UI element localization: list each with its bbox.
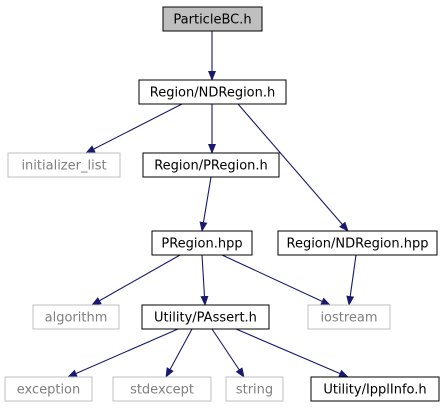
- node-label: initializer_list: [21, 159, 106, 174]
- node-pregion_hpp[interactable]: PRegion.hpp: [151, 230, 253, 256]
- node-label: Utility/PAssert.h: [154, 311, 257, 326]
- edge-pregion_h-to-pregion_hpp: [199, 176, 212, 232]
- edge-passert-to-stdexcept: [165, 328, 193, 378]
- edge-passert-to-string: [211, 328, 245, 378]
- node-ipplinfo[interactable]: Utility/IpplInfo.h: [310, 376, 440, 402]
- node-box: [310, 376, 440, 402]
- edge-pregion_hpp-to-iostream: [221, 254, 331, 306]
- node-box: [277, 230, 438, 256]
- edge-passert-to-exception: [67, 328, 179, 378]
- node-ndregion_hpp[interactable]: Region/NDRegion.hpp: [277, 230, 438, 256]
- node-box: [32, 304, 120, 330]
- node-iostream: iostream: [307, 304, 391, 330]
- node-label: iostream: [320, 311, 377, 326]
- node-box: [151, 230, 253, 256]
- node-label: algorithm: [45, 311, 108, 326]
- edge-passert-to-ipplinfo: [235, 328, 349, 378]
- node-label: Region/NDRegion.h: [150, 86, 276, 101]
- node-box: [4, 376, 93, 402]
- node-box: [225, 376, 284, 402]
- node-string: string: [225, 376, 284, 402]
- node-stdexcept: stdexcept: [112, 376, 212, 402]
- node-initializer_list: initializer_list: [7, 152, 121, 178]
- node-pregion_h[interactable]: Region/PRegion.h: [142, 152, 280, 178]
- node-label: Region/NDRegion.hpp: [287, 237, 429, 252]
- node-box: [141, 304, 270, 330]
- edge-ndregion_h-to-ndregion_hpp: [237, 103, 349, 232]
- node-box: [307, 304, 391, 330]
- edge-ndregion_hpp-to-iostream: [346, 254, 357, 306]
- node-box: [138, 79, 287, 105]
- node-label: ParticleBC.h: [173, 13, 251, 28]
- node-label: PRegion.hpp: [161, 237, 242, 252]
- node-box: [112, 376, 212, 402]
- node-label: Utility/IpplInfo.h: [323, 383, 426, 398]
- edge-pregion_hpp-to-algorithm: [91, 254, 181, 306]
- node-passert[interactable]: Utility/PAssert.h: [141, 304, 270, 330]
- node-algorithm: algorithm: [32, 304, 120, 330]
- edge-pregion_hpp-to-passert: [200, 254, 209, 306]
- node-box: [142, 152, 280, 178]
- node-label: Region/PRegion.h: [154, 159, 268, 174]
- node-exception: exception: [4, 376, 93, 402]
- node-particlebc[interactable]: ParticleBC.h: [162, 6, 263, 32]
- node-ndregion_h[interactable]: Region/NDRegion.h: [138, 79, 287, 105]
- node-box: [7, 152, 121, 178]
- edge-ndregion_h-to-initializer_list: [85, 103, 183, 154]
- edges-layer: [67, 31, 357, 378]
- node-label: string: [236, 383, 273, 398]
- node-box: [162, 6, 263, 32]
- node-label: exception: [17, 383, 81, 398]
- node-label: stdexcept: [130, 383, 194, 398]
